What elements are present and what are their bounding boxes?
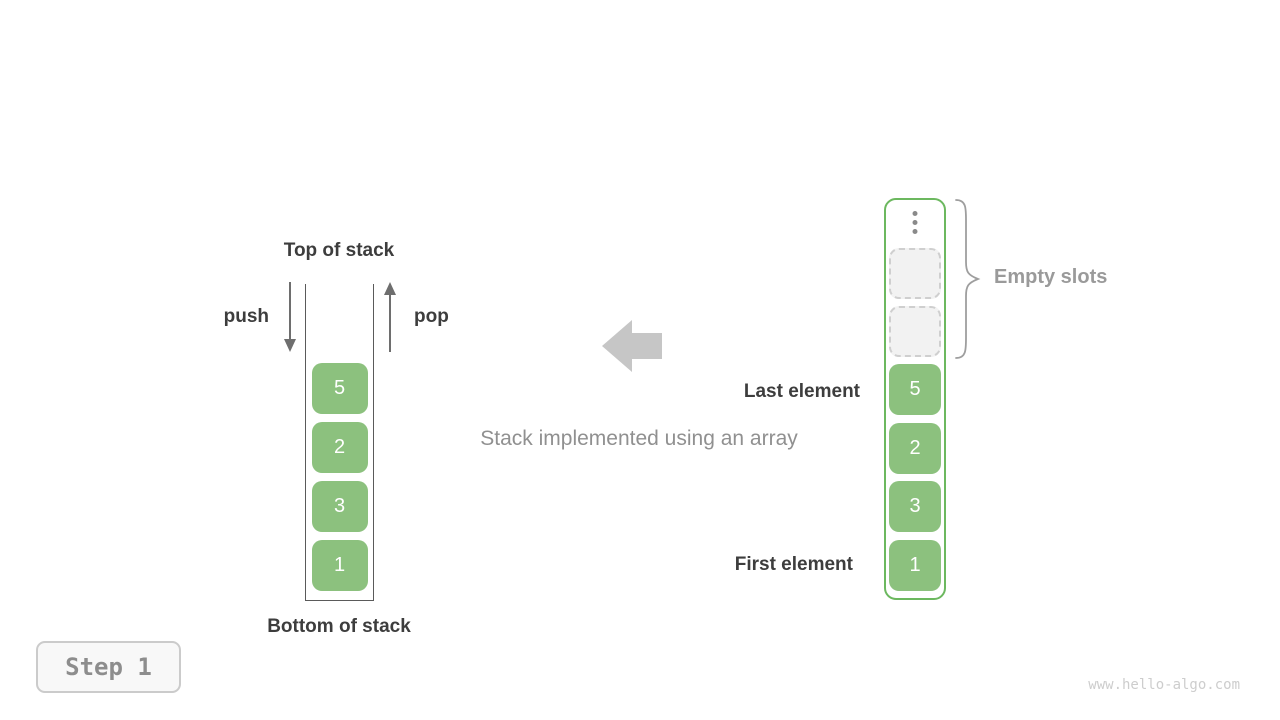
curly-brace-icon	[955, 199, 981, 359]
step-badge: Step 1	[36, 641, 181, 693]
ellipsis-dot	[912, 211, 918, 216]
array-cell: 3	[889, 481, 941, 532]
stack-cell: 3	[311, 481, 368, 532]
array-cell: 2	[889, 423, 941, 474]
empty-slots-label: Empty slots	[994, 266, 1108, 288]
bottom-of-stack-label: Bottom of stack	[267, 616, 411, 637]
pop-up-arrow-icon	[384, 282, 396, 352]
diagram-caption: Stack implemented using an array	[480, 427, 798, 450]
ellipsis-dot	[912, 220, 918, 225]
stack-cell: 5	[311, 363, 368, 414]
pop-label: pop	[414, 306, 449, 327]
stack-cell: 2	[311, 422, 368, 473]
vertical-ellipsis-icon	[912, 211, 918, 234]
first-element-label: First element	[734, 554, 853, 575]
array-cell: 1	[889, 540, 941, 591]
array-cell: 5	[889, 364, 941, 415]
stack-cell: 1	[311, 540, 368, 591]
stack-container: 5 2 3 1	[305, 284, 374, 601]
watermark-url: www.hello-algo.com	[1088, 677, 1240, 693]
push-label: push	[223, 306, 269, 327]
left-block-arrow-icon	[602, 320, 662, 372]
ellipsis-dot	[912, 229, 918, 234]
empty-slot	[889, 248, 941, 299]
last-element-label: Last element	[743, 381, 860, 402]
array-container: 5 2 3 1	[884, 198, 946, 600]
top-of-stack-label: Top of stack	[283, 240, 395, 261]
empty-slot	[889, 306, 941, 357]
push-down-arrow-icon	[284, 282, 296, 352]
